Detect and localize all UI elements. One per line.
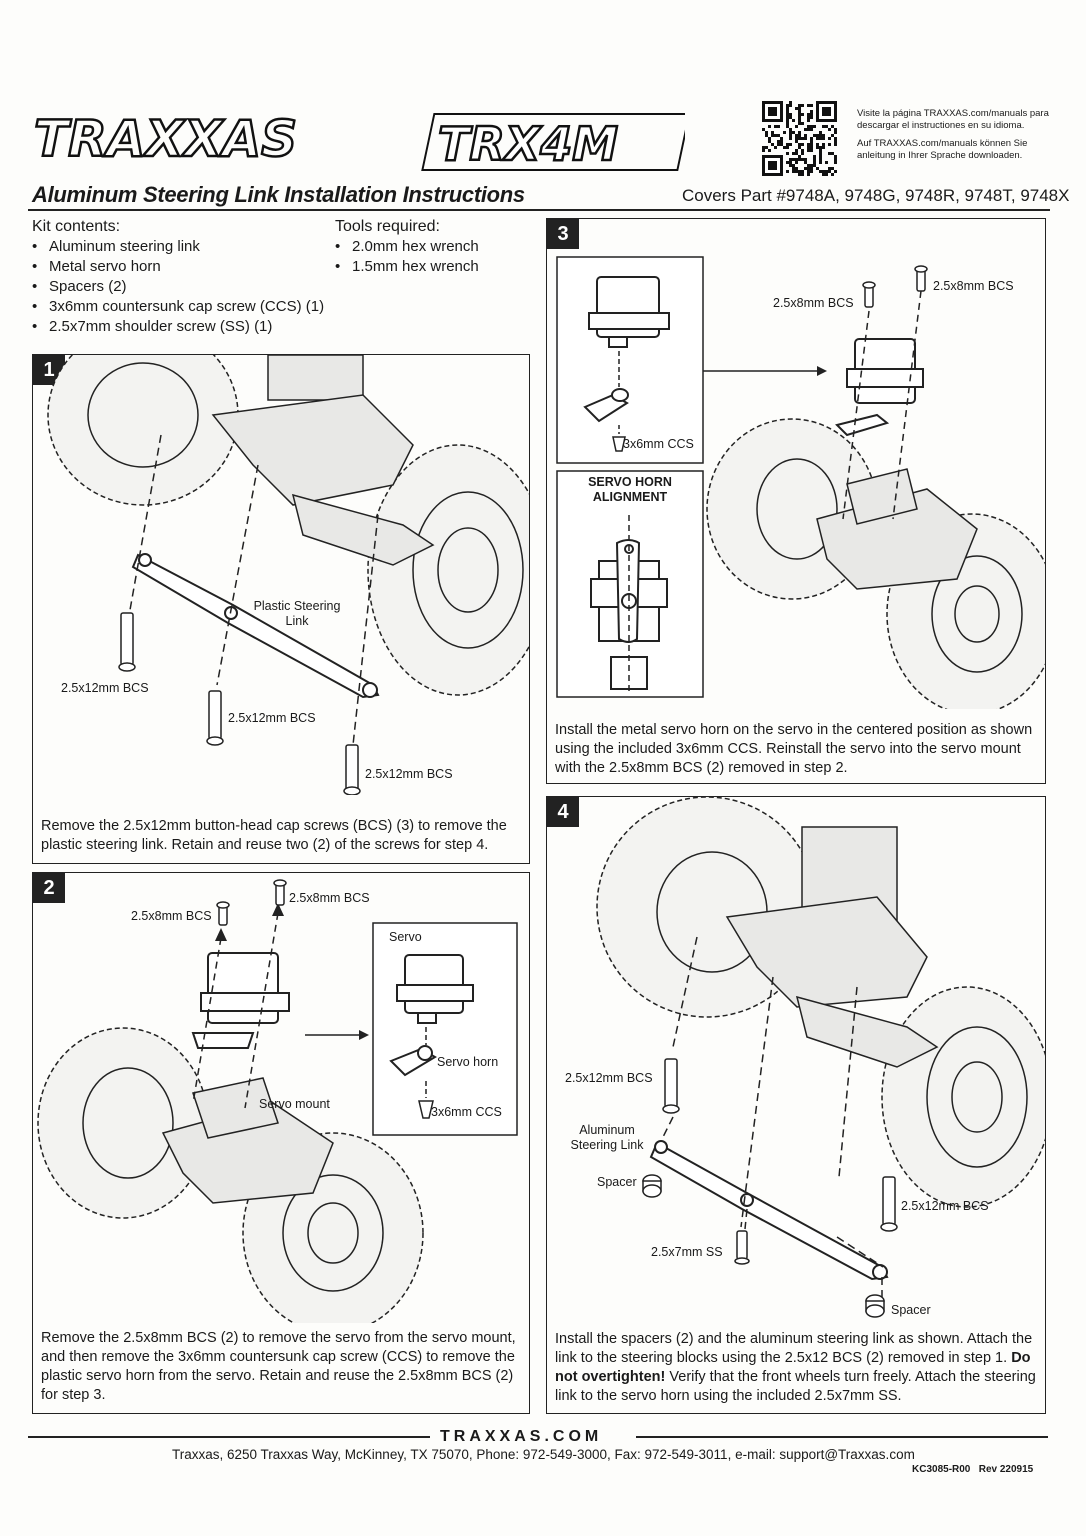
kit-item: 2.5x7mm shoulder screw (SS) (1): [32, 317, 332, 337]
step-1-illustration: [47, 355, 529, 795]
step-4-number: 4: [547, 797, 579, 827]
covers-parts: Covers Part #9748A, 9748G, 9748R, 9748T,…: [682, 186, 1070, 205]
step-4-screw-label: 2.5x12mm BCS: [901, 1199, 989, 1213]
kit-contents: Kit contents: Aluminum steering link Met…: [32, 217, 332, 337]
step-3-illustration: [556, 256, 1045, 709]
step-2-ccs-label: 3x6mm CCS: [431, 1105, 502, 1119]
step-3-caption: Install the metal servo horn on the serv…: [555, 722, 1033, 776]
doc-code: KC3085-R00: [912, 1464, 971, 1475]
step-1-caption: Remove the 2.5x12mm button-head cap scre…: [41, 818, 507, 853]
step-4-caption-part: Verify that the front wheels turn freely…: [555, 1369, 1036, 1404]
step-3-panel: 3: [546, 218, 1046, 784]
footer-code: KC3085-R00 Rev 220915: [912, 1464, 1033, 1475]
qr-text-german: Auf TRAXXAS.com/manuals können Sie anlei…: [857, 138, 1028, 161]
trx4m-logo-text: TRX4M: [438, 117, 618, 171]
header-rule: [28, 209, 1050, 211]
tools-heading: Tools required:: [335, 218, 440, 235]
qr-instructions: Visite la página TRAXXAS.com/manuals par…: [857, 108, 1057, 168]
page-title: Aluminum Steering Link Installation Inst…: [32, 182, 525, 207]
doc-revision: Rev 220915: [978, 1464, 1034, 1475]
step-1-panel: 1 Plastic: [32, 354, 530, 864]
step-4-caption-part: Install the spacers (2) and the aluminum…: [555, 1331, 1033, 1366]
step-2-servo-horn-label: Servo horn: [437, 1055, 499, 1069]
step-2-servo-label: Servo: [389, 930, 422, 944]
traxxas-logo-text: TRAXXAS: [34, 110, 297, 168]
step-1-screw-label: 2.5x12mm BCS: [61, 681, 149, 695]
step-4-illustration: [596, 797, 1045, 1318]
step-4-screw-label: 2.5x12mm BCS: [565, 1071, 653, 1085]
tools-required: Tools required: 2.0mm hex wrench 1.5mm h…: [335, 217, 535, 277]
step-1-screw-label: 2.5x12mm BCS: [365, 767, 453, 781]
step-3-ccs-label: 3x6mm CCS: [623, 437, 694, 451]
step-3-screw-label: 2.5x8mm BCS: [773, 296, 854, 310]
trx4m-logo: TRX4M: [420, 106, 691, 176]
footer-rule-right: [636, 1436, 1048, 1438]
kit-item: Metal servo horn: [32, 257, 332, 277]
qr-code[interactable]: [762, 101, 837, 176]
footer-address: Traxxas, 6250 Traxxas Way, McKinney, TX …: [172, 1447, 915, 1462]
step-2-number: 2: [33, 873, 65, 903]
step-2-servo-mount-label: Servo mount: [259, 1097, 330, 1111]
step-2-caption: Remove the 2.5x8mm BCS (2) to remove the…: [41, 1330, 516, 1403]
step-4-spacer-label: Spacer: [597, 1175, 637, 1189]
step-4-caption: Install the spacers (2) and the aluminum…: [555, 1330, 1041, 1406]
step-2-screw-label: 2.5x8mm BCS: [131, 909, 212, 923]
kit-item: 3x6mm countersunk cap screw (CCS) (1): [32, 297, 332, 317]
footer-rule-left: [28, 1436, 430, 1438]
step-3-number: 3: [547, 219, 579, 249]
step-1-link-label: Plastic Steering Link: [253, 599, 341, 628]
kit-item: Spacers (2): [32, 277, 332, 297]
step-1-screw-label: 2.5x12mm BCS: [228, 711, 316, 725]
step-2-panel: 2: [32, 872, 530, 1414]
step-2-illustration: [37, 879, 518, 1323]
step-4-panel: 4: [546, 796, 1046, 1414]
step-3-alignment-title: SERVO HORN ALIGNMENT: [588, 475, 672, 504]
tool-item: 2.0mm hex wrench: [335, 237, 535, 257]
step-4-caption-warning: Do not overtighten!: [555, 1350, 1031, 1385]
step-4-ss-label: 2.5x7mm SS: [651, 1245, 723, 1259]
kit-item: Aluminum steering link: [32, 237, 332, 257]
kit-heading: Kit contents:: [32, 218, 121, 235]
step-2-screw-label: 2.5x8mm BCS: [289, 891, 370, 905]
step-3-screw-label: 2.5x8mm BCS: [933, 279, 1014, 293]
qr-text-spanish: Visite la página TRAXXAS.com/manuals par…: [857, 108, 1049, 131]
step-4-spacer-label: Spacer: [891, 1303, 931, 1317]
step-4-link-label: Aluminum Steering Link: [570, 1123, 644, 1152]
traxxas-logo: TRAXXAS: [28, 104, 346, 174]
footer-website[interactable]: TRAXXAS.COM: [440, 1428, 603, 1445]
tool-item: 1.5mm hex wrench: [335, 257, 535, 277]
step-1-number: 1: [33, 355, 65, 385]
